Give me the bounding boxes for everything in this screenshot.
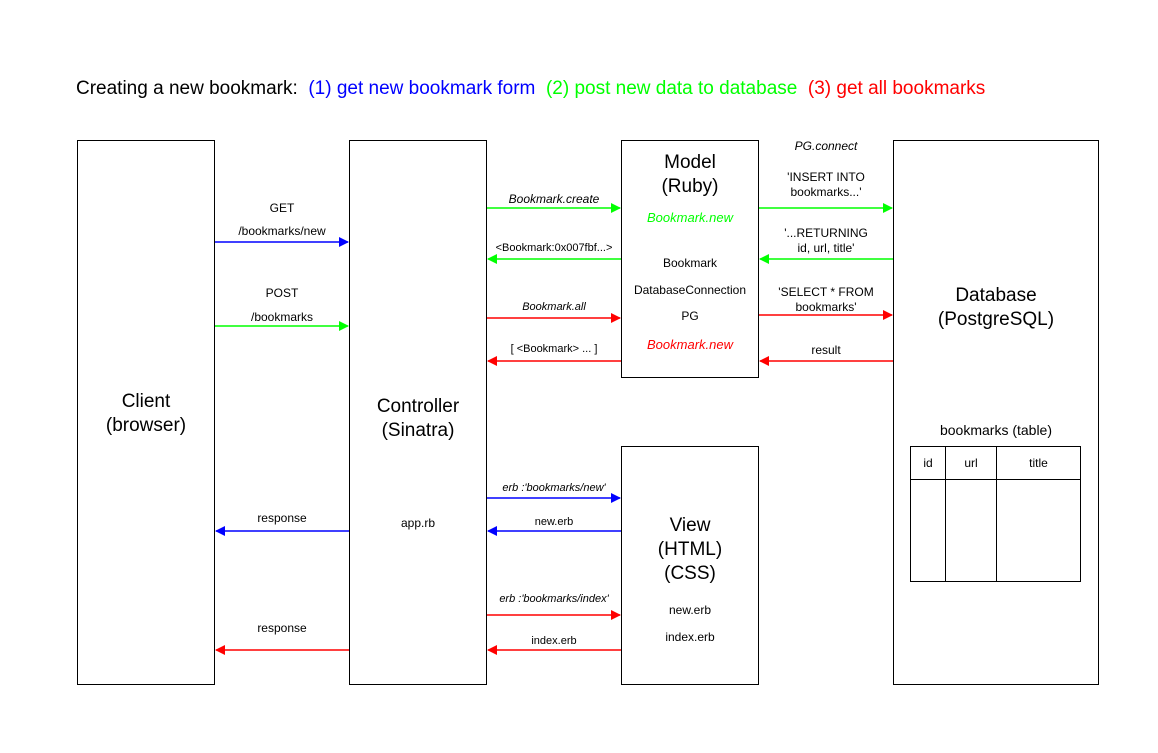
controller-subtitle: (Sinatra) bbox=[381, 420, 455, 441]
model-red-method: Bookmark.new bbox=[647, 337, 733, 352]
model-class-pg: PG bbox=[681, 309, 699, 323]
view-title: View bbox=[669, 515, 711, 536]
label-bookmark-obj: <Bookmark:0x007fbf...> bbox=[495, 242, 613, 254]
label-bookmark-create: Bookmark.create bbox=[508, 192, 600, 206]
model-label: Model (Ruby) bbox=[621, 151, 759, 199]
view-label: View (HTML) (CSS) bbox=[621, 514, 759, 586]
label-bookmark-all: Bookmark.all bbox=[522, 301, 586, 313]
client-subtitle: (browser) bbox=[105, 415, 187, 436]
controller-title: Controller bbox=[376, 396, 460, 417]
label-returning-line1: '...RETURNING bbox=[784, 226, 868, 240]
title-step2: (2) post new data to database bbox=[545, 78, 798, 99]
database-box bbox=[893, 140, 1099, 685]
table-cell bbox=[945, 479, 997, 582]
database-subtitle: (PostgreSQL) bbox=[937, 309, 1055, 330]
title-step3: (3) get all bookmarks bbox=[807, 78, 986, 99]
label-get: GET bbox=[269, 201, 295, 215]
controller-box bbox=[349, 140, 487, 685]
view-subtitle-css: (CSS) bbox=[664, 563, 716, 584]
controller-label: Controller (Sinatra) bbox=[349, 395, 487, 443]
label-insert-line2: bookmarks...' bbox=[790, 185, 862, 199]
view-subtitle-html: (HTML) bbox=[657, 539, 723, 560]
view-file-index: index.erb bbox=[665, 630, 715, 644]
table-header-id: id bbox=[910, 446, 946, 480]
diagram-title: Creating a new bookmark: (1) get new boo… bbox=[76, 78, 985, 100]
table-cell bbox=[996, 479, 1081, 582]
label-pg-connect: PG.connect bbox=[794, 139, 858, 153]
label-response-blue: response bbox=[257, 511, 307, 525]
label-index-erb: index.erb bbox=[531, 635, 577, 647]
model-class-dbconnection: DatabaseConnection bbox=[633, 283, 747, 297]
label-post-path: /bookmarks bbox=[250, 310, 314, 324]
client-label: Client (browser) bbox=[77, 390, 215, 438]
client-title: Client bbox=[121, 391, 171, 412]
label-insert-line1: 'INSERT INTO bbox=[787, 170, 865, 184]
label-insert: 'INSERT INTO bookmarks...' bbox=[759, 170, 893, 200]
controller-file: app.rb bbox=[400, 516, 436, 530]
bookmarks-table: id url title bbox=[910, 446, 1081, 582]
label-returning: '...RETURNING id, url, title' bbox=[759, 226, 893, 256]
title-step1: (1) get new bookmark form bbox=[308, 78, 536, 99]
label-response-red: response bbox=[257, 621, 307, 635]
label-select-line1: 'SELECT * FROM bbox=[778, 285, 874, 299]
label-erb-new: erb :'bookmarks/new' bbox=[502, 482, 606, 494]
title-intro: Creating a new bookmark: bbox=[76, 78, 298, 99]
label-select: 'SELECT * FROM bookmarks' bbox=[759, 285, 893, 315]
label-erb-index: erb :'bookmarks/index' bbox=[499, 593, 609, 605]
table-header-title: title bbox=[996, 446, 1081, 480]
model-class-bookmark: Bookmark bbox=[662, 256, 718, 270]
table-header-url: url bbox=[945, 446, 997, 480]
database-label: Database (PostgreSQL) bbox=[893, 284, 1099, 332]
client-box bbox=[77, 140, 215, 685]
label-returning-line2: id, url, title' bbox=[797, 241, 855, 255]
label-result: result bbox=[811, 343, 841, 357]
model-subtitle: (Ruby) bbox=[661, 176, 719, 197]
label-select-line2: bookmarks' bbox=[795, 300, 857, 314]
label-get-path: /bookmarks/new bbox=[238, 224, 326, 238]
database-title: Database bbox=[955, 285, 1037, 306]
label-new-erb: new.erb bbox=[534, 516, 574, 528]
view-box bbox=[621, 446, 759, 685]
label-post: POST bbox=[265, 286, 299, 300]
view-file-new: new.erb bbox=[668, 603, 712, 617]
label-bookmark-list: [ <Bookmark> ... ] bbox=[510, 343, 598, 355]
model-green-method: Bookmark.new bbox=[647, 210, 733, 225]
model-box bbox=[621, 140, 759, 378]
table-cell bbox=[910, 479, 946, 582]
table-label: bookmarks (table) bbox=[939, 422, 1053, 438]
model-title: Model bbox=[664, 152, 716, 173]
